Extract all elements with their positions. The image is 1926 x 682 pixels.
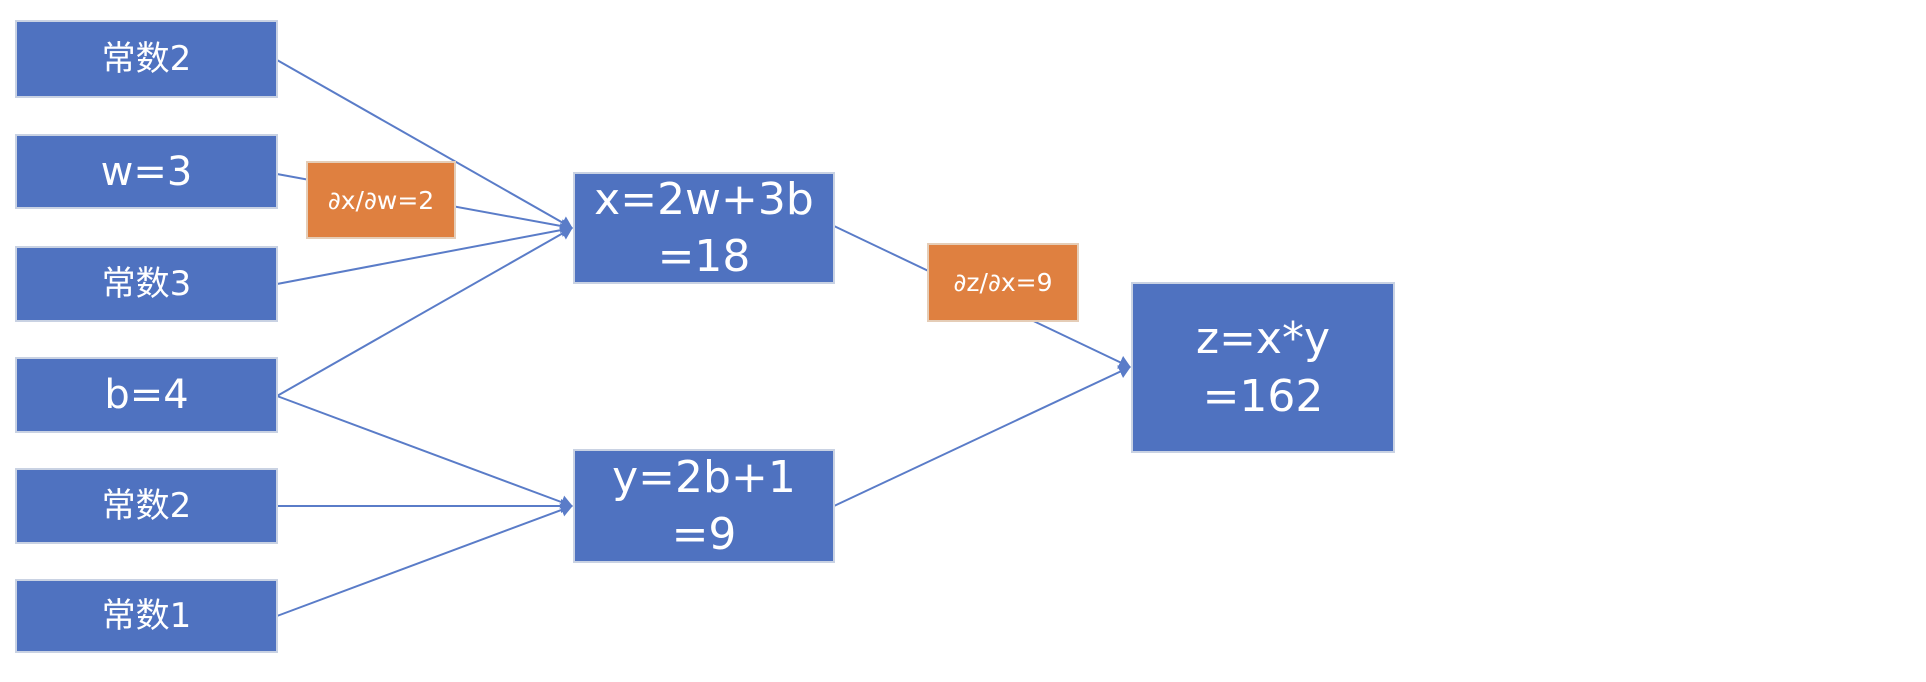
node-w-label: w=3 [100, 148, 193, 195]
edge-const2-top-to-x [276, 59, 573, 229]
node-y: y=2b+1 =9 [573, 449, 835, 563]
gradient-dz-dx: ∂z/∂x=9 [927, 243, 1079, 322]
node-const2-bottom: 常数2 [15, 468, 278, 544]
node-b: b=4 [15, 357, 278, 433]
node-const1: 常数1 [15, 579, 278, 653]
edge-b-to-y [276, 395, 573, 509]
edge-const1-to-y [276, 503, 573, 617]
node-const2-top-label: 常数2 [101, 38, 192, 79]
gradient-dx-dw-label: ∂x/∂w=2 [327, 185, 435, 215]
node-const1-label: 常数1 [101, 595, 192, 636]
node-w: w=3 [15, 134, 278, 209]
edge-y-to-z [833, 365, 1131, 507]
node-z-expression: z=x*y [1195, 313, 1331, 365]
edge-const3-to-x [276, 223, 573, 285]
node-const2-top: 常数2 [15, 20, 278, 98]
node-x-expression: x=2w+3b [594, 173, 814, 225]
node-b-label: b=4 [104, 372, 189, 418]
node-const3-label: 常数3 [101, 263, 192, 304]
node-z: z=x*y =162 [1131, 282, 1395, 453]
node-x: x=2w+3b =18 [573, 172, 835, 284]
gradient-dx-dw: ∂x/∂w=2 [306, 161, 456, 239]
node-z-value: =162 [1202, 370, 1324, 422]
node-y-value: =9 [671, 509, 737, 560]
gradient-dz-dx-label: ∂z/∂x=9 [953, 268, 1053, 297]
node-const2-bottom-label: 常数2 [101, 485, 192, 526]
node-const3: 常数3 [15, 246, 278, 322]
node-y-expression: y=2b+1 [612, 451, 796, 503]
node-x-value: =18 [657, 231, 751, 282]
edge-b-to-x [276, 227, 573, 397]
